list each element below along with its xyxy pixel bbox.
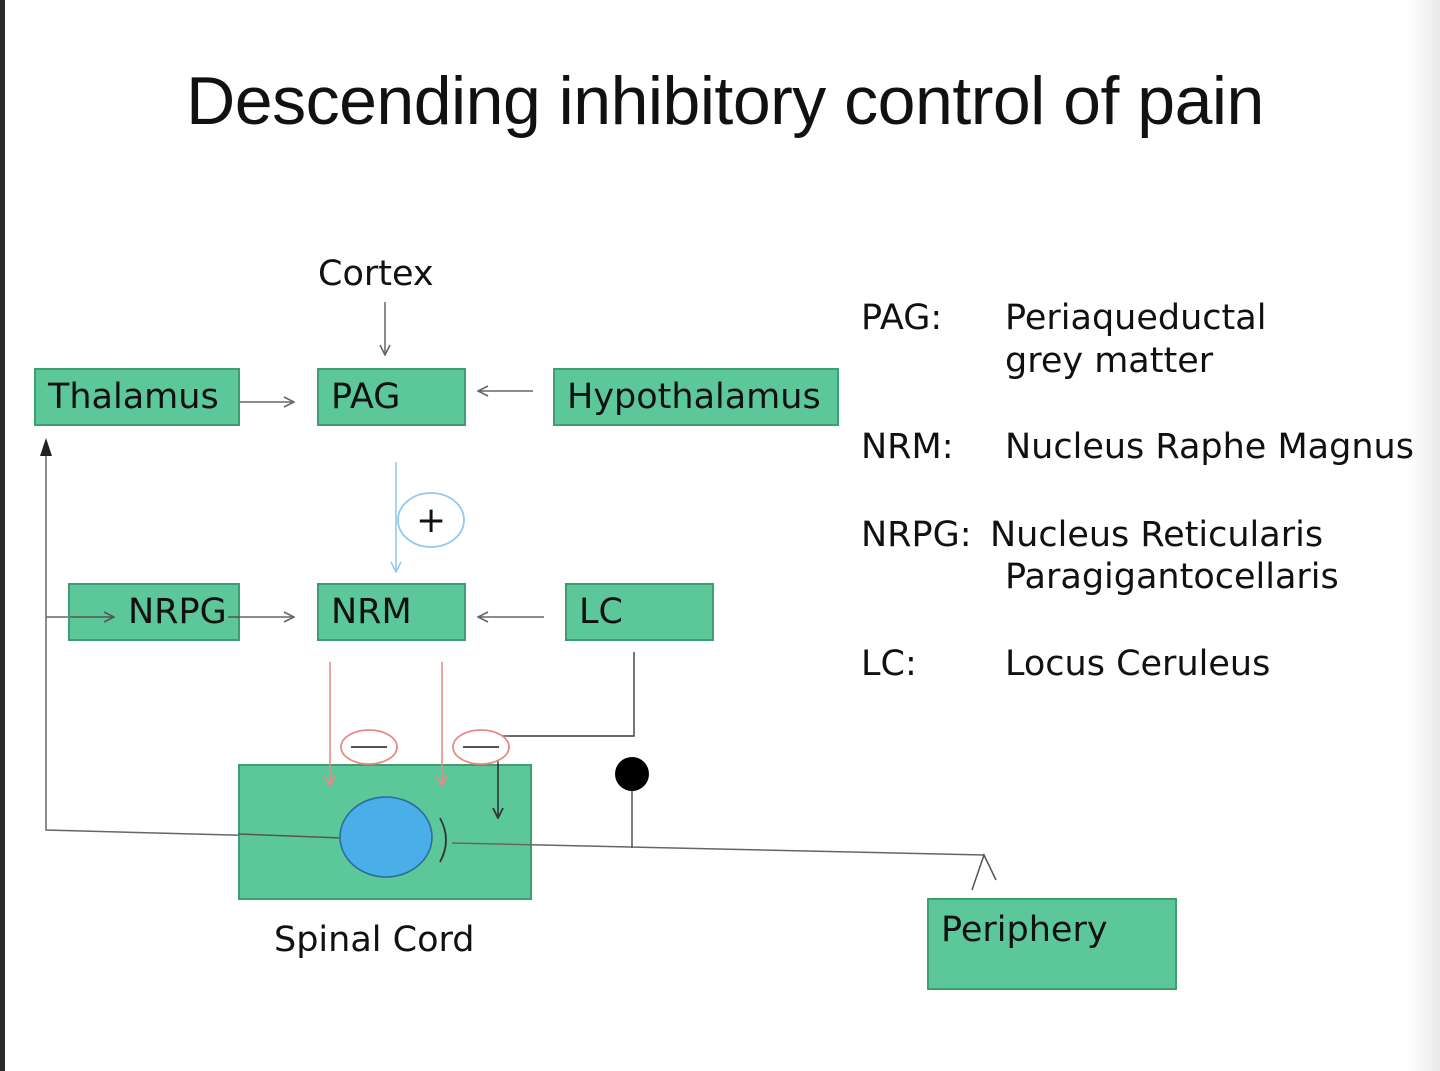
thalamus-box: Thalamus: [34, 368, 240, 426]
neuron-cell-body: [339, 796, 433, 878]
legend-nrpg-abbr: NRPG:: [861, 515, 972, 555]
ascending-arrowhead: [40, 438, 52, 456]
legend-nrpg-line2: Paragigantocellaris: [1005, 557, 1339, 597]
spinal-cord-label: Spinal Cord: [274, 920, 475, 960]
left-edge: [0, 0, 5, 1071]
peripheral-afferent-line: [451, 842, 985, 856]
legend-pag-line1: Periaqueductal: [1005, 298, 1267, 338]
peripheral-receptor: [971, 853, 997, 891]
legend-lc-abbr: LC:: [861, 644, 917, 684]
cortex-label: Cortex: [318, 254, 434, 294]
page-title: Descending inhibitory control of pain: [186, 63, 1264, 139]
legend-nrm-abbr: NRM:: [861, 427, 954, 467]
pag-box: PAG: [317, 368, 466, 426]
right-shade: [1408, 0, 1440, 1071]
nrm-box: NRM: [317, 583, 466, 641]
legend-nrm-line1: Nucleus Raphe Magnus: [1005, 427, 1414, 467]
plus-sign: +: [416, 500, 447, 541]
hypothalamus-box: Hypothalamus: [553, 368, 839, 426]
legend-pag-line2: grey matter: [1005, 341, 1214, 381]
synapse-terminal: [439, 817, 447, 863]
legend-nrpg-line1: Nucleus Reticularis: [990, 515, 1324, 555]
lc-box: LC: [565, 583, 714, 641]
nrpg-box: NRPG: [68, 583, 240, 641]
plus-sign-circle: [397, 492, 465, 548]
legend-pag-abbr: PAG:: [861, 298, 943, 338]
periphery-box: Periphery: [927, 898, 1177, 990]
legend-lc-line1: Locus Ceruleus: [1005, 644, 1271, 684]
interneuron-dot: [615, 757, 649, 791]
